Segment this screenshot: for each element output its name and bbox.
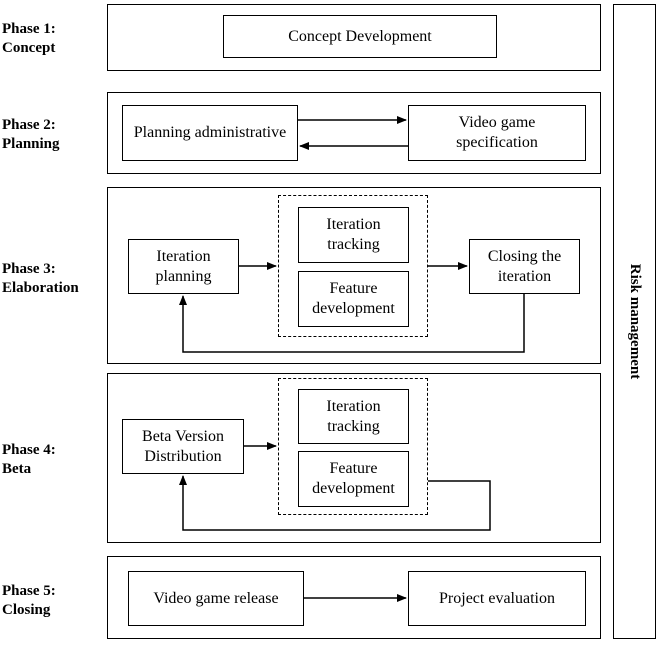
project-evaluation-box: Project evaluation bbox=[408, 571, 586, 626]
phase-2-name: Planning bbox=[2, 136, 60, 152]
phase-3-panel bbox=[107, 187, 601, 364]
phase-2-number: Phase 2: bbox=[2, 117, 56, 133]
phase-2-label: Phase 2: Planning bbox=[2, 116, 60, 154]
video-game-specification-box: Video game specification bbox=[408, 105, 586, 161]
phase-5-panel bbox=[107, 556, 601, 639]
phase-5-name: Closing bbox=[2, 602, 51, 618]
iteration-tracking-box-phase-4: Iteration tracking bbox=[298, 389, 409, 444]
phase-1-panel bbox=[107, 4, 601, 71]
phase-3-number: Phase 3: bbox=[2, 261, 56, 277]
phase-1-number: Phase 1: bbox=[2, 21, 56, 37]
risk-management-bar: Risk management bbox=[613, 4, 656, 639]
concept-development-box: Concept Development bbox=[223, 15, 497, 58]
phase-4-number: Phase 4: bbox=[2, 442, 56, 458]
beta-version-distribution-box: Beta Version Distribution bbox=[122, 419, 244, 474]
phase-4-iteration-group bbox=[278, 378, 428, 515]
phase-3-iteration-group bbox=[278, 195, 428, 337]
phase-1-name: Concept bbox=[2, 40, 56, 56]
arrow-beta-loop-back bbox=[179, 475, 491, 531]
video-game-release-box: Video game release bbox=[128, 571, 304, 626]
closing-the-iteration-box: Closing the iteration bbox=[469, 239, 580, 294]
planning-administrative-box: Planning administrative bbox=[122, 105, 298, 161]
phase-5-number: Phase 5: bbox=[2, 583, 56, 599]
phase-4-name: Beta bbox=[2, 461, 32, 477]
phase-4-panel bbox=[107, 373, 601, 543]
phase-4-label: Phase 4: Beta bbox=[2, 441, 56, 479]
iteration-tracking-box-phase-3: Iteration tracking bbox=[298, 207, 409, 263]
phase-2-panel bbox=[107, 92, 601, 174]
phase-5-label: Phase 5: Closing bbox=[2, 582, 56, 620]
phase-1-label: Phase 1: Concept bbox=[2, 20, 56, 58]
phase-3-name: Elaboration bbox=[2, 280, 79, 296]
feature-development-box-phase-3: Feature development bbox=[298, 271, 409, 327]
phase-3-label: Phase 3: Elaboration bbox=[2, 260, 79, 298]
feature-development-box-phase-4: Feature development bbox=[298, 451, 409, 507]
arrow-closing-loop-back bbox=[179, 294, 525, 353]
iteration-planning-box: Iteration planning bbox=[128, 239, 239, 294]
